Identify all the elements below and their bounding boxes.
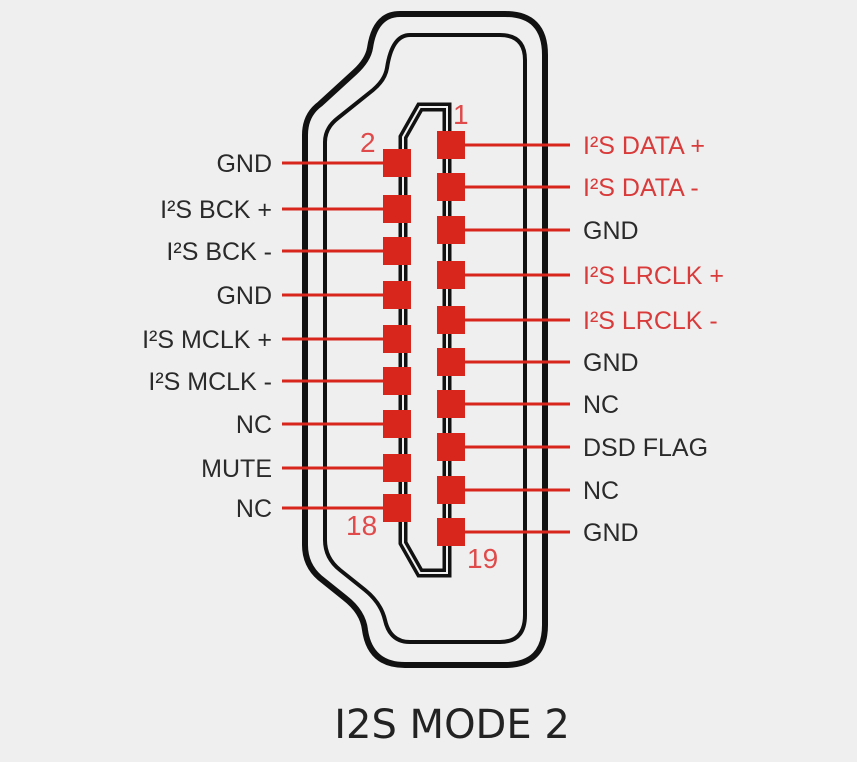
pin-label-right: NC (583, 391, 619, 419)
pin-number-1: 1 (453, 99, 469, 130)
pin-pad-right (437, 216, 465, 244)
pin-label-right: I²S DATA - (583, 174, 699, 202)
pin-label-right: GND (583, 217, 639, 245)
pin-label-right: I²S DATA + (583, 132, 705, 160)
inner-shell-outline (323, 33, 527, 644)
pin-label-left: GND (216, 150, 272, 178)
pin-label-right: DSD FLAG (583, 434, 708, 462)
pin-pad-right (437, 433, 465, 461)
pin-pad-left (383, 454, 411, 482)
pin-pad-right (437, 518, 465, 546)
pin-label-right: GND (583, 519, 639, 547)
pin-pad-right (437, 476, 465, 504)
pin-number-19: 19 (467, 543, 498, 574)
pin-pad-right (437, 173, 465, 201)
pin-label-right: NC (583, 477, 619, 505)
pin-number-2: 2 (360, 127, 376, 158)
pin-label-left: MUTE (201, 455, 272, 483)
pin-pad-left (383, 281, 411, 309)
pin-label-left: NC (236, 495, 272, 523)
pin-pad-left (383, 410, 411, 438)
pin-pad-left (383, 237, 411, 265)
pin-pad-left (383, 325, 411, 353)
pin-label-left: GND (216, 282, 272, 310)
pin-pad-right (437, 261, 465, 289)
pin-pad-right (437, 131, 465, 159)
diagram-title: I2S MODE 2 (334, 702, 570, 748)
pin-number-18: 18 (346, 510, 377, 541)
connector-tongue (398, 102, 452, 578)
pin-label-right: GND (583, 349, 639, 377)
pin-pad-left (383, 149, 411, 177)
outer-shell-outline (302, 11, 548, 668)
pin-label-left: NC (236, 411, 272, 439)
connector-shell (302, 11, 548, 668)
pin-label-right: I²S LRCLK + (583, 262, 724, 290)
pin-pad-left (383, 367, 411, 395)
pin-label-left: I²S BCK + (160, 196, 272, 224)
pin-pad-right (437, 306, 465, 334)
pin-label-left: I²S BCK - (166, 238, 272, 266)
pin-label-right: I²S LRCLK - (583, 307, 718, 335)
pin-pad-right (437, 348, 465, 376)
pin-pad-left (383, 195, 411, 223)
pin-pad-right (437, 390, 465, 418)
pin-label-left: I²S MCLK - (148, 368, 272, 396)
pin-label-left: I²S MCLK + (142, 326, 272, 354)
pin-pad-left (383, 494, 411, 522)
